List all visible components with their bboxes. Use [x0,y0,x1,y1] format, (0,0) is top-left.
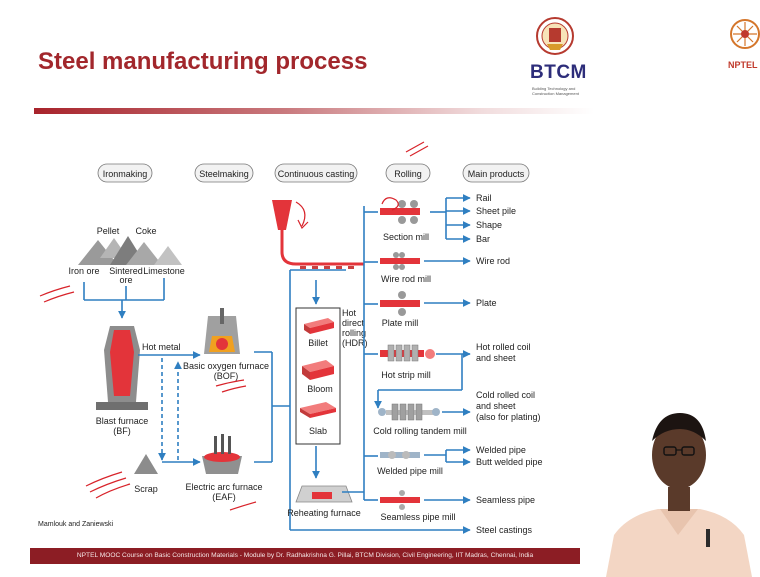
product-sheet-pile: Sheet pile [476,206,516,216]
continuous-caster-icon [272,200,364,269]
nptel-logo-text: NPTEL [728,60,758,70]
label-hot-strip-mill: Hot strip mill [381,370,431,380]
hot-metal-lines [138,351,201,466]
product-seamless-pipe: Seamless pipe [476,495,535,505]
wire-rod-mill-icon [380,252,420,270]
label-coke: Coke [135,226,156,236]
btcm-logo: BTCM Building Technology and Constructio… [530,16,587,108]
label-bof-1: Basic oxygen furnace [183,361,269,371]
slide-title: Steel manufacturing process [38,48,368,75]
stage-continuous-casting: Continuous casting [278,169,355,179]
blast-furnace-icon [96,326,148,410]
scrap-pile-icon [134,454,158,474]
product-welded-pipe: Welded pipe [476,445,526,455]
label-limestone: Limestone [143,266,185,276]
label-cold-rolling-mill: Cold rolling tandem mill [373,426,467,436]
label-hdr-3: rolling [342,328,366,338]
slab-icon [300,402,336,418]
label-blast-furnace-1: Blast furnace [96,416,149,426]
bof-icon [204,308,240,354]
slide-footer: NPTEL MOOC Course on Basic Construction … [30,548,580,564]
product-rail: Rail [476,193,492,203]
product-shape: Shape [476,220,502,230]
label-seamless-pipe-mill: Seamless pipe mill [380,512,455,522]
product-wire-rod: Wire rod [476,256,510,266]
raw-feed-lines [83,278,165,319]
billet-icon [304,318,334,334]
bloom-icon [302,360,334,380]
eaf-icon [202,434,242,474]
stage-ironmaking: Ironmaking [103,169,148,179]
rolling-distribution-lines [363,206,378,501]
product-plate: Plate [476,298,497,308]
main-products: Rail Sheet pile Shape Bar Wire rod Plate… [476,193,543,535]
title-rule [34,108,594,114]
label-hdr-1: Hot [342,308,357,318]
cold-rolling-mill-icon [378,403,440,421]
label-eaf-2: (EAF) [212,492,236,502]
label-sintered-ore-1: Sintered [109,266,143,276]
label-hdr-4: (HDR) [342,338,368,348]
label-blast-furnace-2: (BF) [113,426,131,436]
reheating-furnace-icon [295,485,353,503]
btcm-logo-subtitle: Building Technology and Construction Man… [532,86,579,96]
label-scrap: Scrap [134,484,158,494]
label-reheating-furnace: Reheating furnace [287,508,361,518]
stage-main-products: Main products [468,169,525,179]
product-steel-castings: Steel castings [476,525,533,535]
nptel-logo: NPTEL [728,16,760,78]
hot-to-cold-lines [374,353,463,409]
section-mill-icon [380,200,420,224]
steel-process-diagram: Ironmaking Steelmaking Continuous castin… [38,141,543,535]
label-hdr-2: direct [342,318,365,328]
label-sintered-ore-2: ore [119,275,132,285]
product-cold-rolled-3: (also for plating) [476,412,541,422]
stage-headers: Ironmaking Steelmaking Continuous castin… [97,163,530,183]
product-hot-rolled-1: Hot rolled coil [476,342,531,352]
raw-material-piles: Pellet Coke Iron ore Sintered ore Limest… [68,226,184,285]
label-bof-2: (BOF) [214,371,239,381]
welded-pipe-mill-icon [380,451,420,459]
label-welded-pipe-mill: Welded pipe mill [377,466,443,476]
mills-to-products-lines [290,194,471,534]
btcm-seal-icon [536,17,574,55]
label-section-mill: Section mill [383,232,429,242]
stage-rolling: Rolling [394,169,422,179]
product-bar: Bar [476,234,490,244]
btcm-logo-text: BTCM [530,62,587,83]
seamless-pipe-mill-icon [380,490,420,510]
product-hot-rolled-2: and sheet [476,353,516,363]
label-bloom: Bloom [307,384,333,394]
presenter-video [598,395,760,577]
label-hot-metal: Hot metal [142,342,181,352]
label-wire-rod-mill: Wire rod mill [381,274,431,284]
hot-strip-mill-icon [380,344,435,362]
steelmaking-to-casting-lines [254,269,346,530]
label-slab: Slab [309,426,327,436]
product-butt-welded-pipe: Butt welded pipe [476,457,543,467]
label-billet: Billet [308,338,328,348]
plate-mill-icon [380,291,420,316]
stage-steelmaking: Steelmaking [199,169,249,179]
product-cold-rolled-2: and sheet [476,401,516,411]
label-iron-ore: Iron ore [68,266,99,276]
product-cold-rolled-1: Cold rolled coil [476,390,535,400]
nptel-seal-icon [730,19,760,49]
label-pellet: Pellet [97,226,120,236]
diagram-credit: Mamlouk and Zaniewski [38,521,114,528]
label-eaf-1: Electric arc furnace [185,482,262,492]
label-plate-mill: Plate mill [382,318,419,328]
handwritten-annotations [39,141,429,511]
